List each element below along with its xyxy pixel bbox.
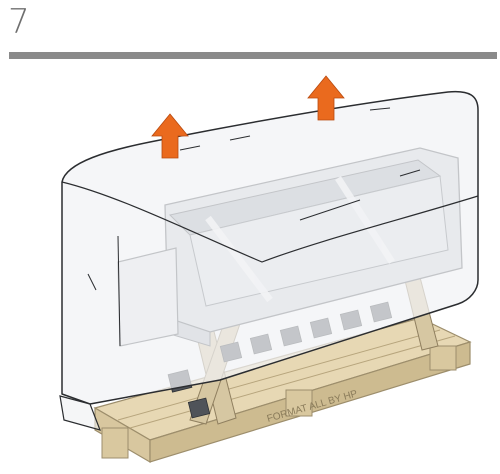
lift-up-arrow [151,113,189,159]
plastic-cover [59,90,479,431]
pallet-block [285,389,313,417]
pallet-block [101,427,129,459]
printer-unpacking-illustration: FORMAT ALL BY HP [59,75,479,464]
step-number: 7 [8,2,30,42]
wooden-pallet [93,317,472,464]
section-divider [9,52,497,59]
lift-up-arrow [307,75,345,121]
pallet-block [429,345,457,371]
